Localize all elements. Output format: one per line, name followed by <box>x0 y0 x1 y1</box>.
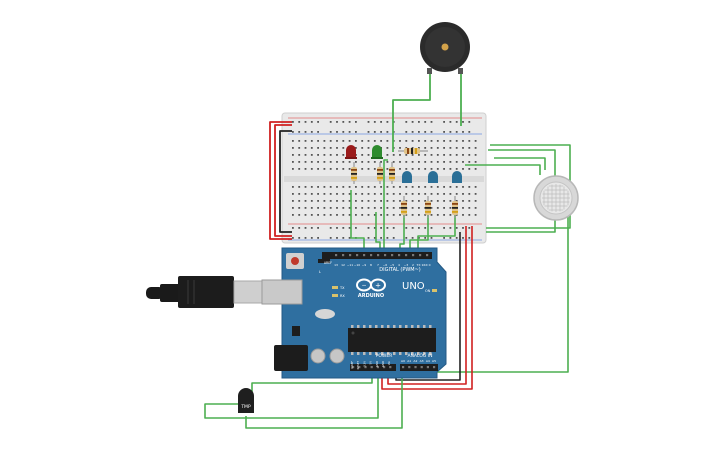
digital-pin-label: TX 1 <box>416 263 424 267</box>
wire-led-blue2-signal[interactable] <box>409 212 429 252</box>
bottom-pin-holes <box>352 366 436 369</box>
svg-text:+: + <box>375 282 381 290</box>
digital-pin-holes <box>335 254 429 257</box>
resistor-horizontal[interactable] <box>398 148 428 154</box>
led-blue-3[interactable] <box>452 171 462 183</box>
wire-led-red-signal[interactable] <box>350 190 365 252</box>
resistor-vertical[interactable] <box>401 196 407 218</box>
wire-tmp-signal[interactable] <box>245 368 403 429</box>
resistor-vertical[interactable] <box>425 196 431 218</box>
digital-header-label: DIGITAL (PWM~) <box>379 267 421 273</box>
digital-pin-label: 13 <box>334 263 338 267</box>
digital-pin-label: 2 <box>412 263 414 267</box>
digital-pin-label: ~10 <box>354 263 360 267</box>
power-header[interactable] <box>350 364 396 371</box>
on-led-label: ON <box>425 289 431 293</box>
chip-pins <box>351 325 432 355</box>
power-pin-label: 3.3V <box>362 361 366 367</box>
digital-pin-label: 8 <box>370 263 372 267</box>
power-pin-label: GND <box>375 361 379 367</box>
analog-pin-label: A2 <box>413 359 417 363</box>
analog-pin-label: A4 <box>426 359 430 363</box>
digital-pin-label: ~3 <box>404 263 409 267</box>
usb-port[interactable] <box>261 279 303 305</box>
gas-sensor-icon[interactable] <box>533 175 579 221</box>
digital-pin-label: ~9 <box>362 263 367 267</box>
capacitor-2 <box>329 348 345 364</box>
wire-tmp-vcc[interactable] <box>204 368 379 419</box>
digital-pin-label: ~11 <box>347 263 353 267</box>
piezo-buzzer-icon[interactable] <box>420 22 470 74</box>
analog-pin-label: A0 <box>401 359 405 363</box>
power-pin-label: IOREF <box>350 361 354 369</box>
l-led-label: L <box>319 270 321 274</box>
crystal-oscillator <box>315 309 335 319</box>
rx-led-label: RX <box>340 294 345 298</box>
leds <box>345 145 462 183</box>
resistor-vertical[interactable] <box>452 196 458 218</box>
voltage-regulator <box>292 326 300 336</box>
temperature-sensor-icon[interactable]: TMP <box>238 388 254 413</box>
svg-text:−: − <box>361 282 366 289</box>
aref-label: AREF <box>324 261 332 265</box>
wire-resistor-signal[interactable] <box>383 159 388 252</box>
resistors <box>351 148 458 218</box>
microcontroller-chip <box>348 328 436 352</box>
gas-sensor-mesh <box>542 184 570 212</box>
infinity-logo-icon: − + <box>356 278 386 292</box>
analog-header-label: ANALOG IN <box>407 353 432 359</box>
capacitor-1 <box>310 348 326 364</box>
wire-gas-sensor-3[interactable] <box>494 157 546 170</box>
wire-ground-left-black[interactable] <box>279 130 292 233</box>
analog-pin-label: A1 <box>407 359 411 363</box>
wire-gas-sensor-4[interactable] <box>465 164 541 175</box>
uno-model-label: UNO <box>402 281 425 292</box>
power-header-label: POWER <box>376 353 393 359</box>
led-blue-1[interactable] <box>402 171 412 183</box>
digital-pin-label: ~6 <box>383 263 388 267</box>
wire-led-green-signal[interactable] <box>375 212 381 252</box>
power-jack[interactable] <box>274 345 308 371</box>
digital-pin-label: 4 <box>398 263 400 267</box>
wire-power-left-red-2[interactable] <box>269 121 292 240</box>
breadboard-holes <box>292 121 477 239</box>
power-pin-label: 5V <box>369 361 373 365</box>
led-red[interactable] <box>345 145 357 159</box>
digital-pin-label: ~5 <box>390 263 395 267</box>
analog-pin-label: A3 <box>420 359 424 363</box>
tx-led-label: TX <box>339 286 345 290</box>
usb-cable-icon[interactable] <box>146 276 263 308</box>
tmp-sensor-label: TMP <box>240 404 251 410</box>
analog-pin-label: A5 <box>432 359 436 363</box>
wire-led-blue3-signal[interactable] <box>417 212 456 252</box>
digital-pin-label: RX 0 <box>423 263 430 267</box>
analog-header[interactable] <box>400 364 438 371</box>
led-green[interactable] <box>371 145 383 159</box>
arduino-brand-label: ARDUINO <box>358 293 384 299</box>
resistor-vertical[interactable] <box>377 162 383 184</box>
digital-pin-label: 12 <box>341 263 345 267</box>
wire-power-left-red[interactable] <box>274 124 292 237</box>
resistors-vertical[interactable] <box>351 162 458 218</box>
led-blue-2[interactable] <box>428 171 438 183</box>
power-pin-label: GND <box>381 361 385 367</box>
digital-pin-label: 7 <box>377 263 379 267</box>
resistor-vertical[interactable] <box>389 162 395 184</box>
resistor-vertical[interactable] <box>351 162 357 184</box>
power-pin-label: Vin <box>387 361 391 365</box>
wire-buzzer-signal[interactable] <box>392 72 431 152</box>
power-pin-label: RESET <box>356 361 360 370</box>
